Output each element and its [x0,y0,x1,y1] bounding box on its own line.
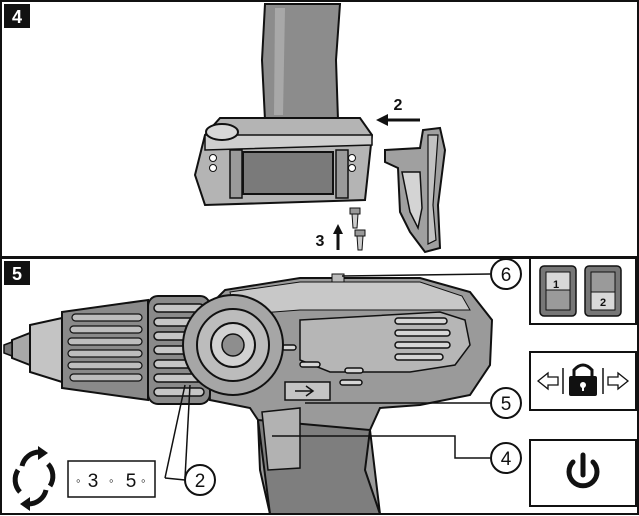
power-box [529,439,637,507]
callout-2-label: 2 [195,471,206,492]
direction-lock-box [529,351,637,411]
callout-6: 6 [490,258,522,290]
torque-scale-box: ◦ 3 ◦ 5 ◦ [67,460,156,498]
gear-indicator-box: 1 2 [529,257,637,325]
arrow-right-icon [607,371,630,391]
figure5-number-box [4,261,30,285]
rotate-arrows-icon [12,446,56,511]
callout-5: 5 [490,387,522,419]
torque-scale-dot-left: ◦ [76,473,81,488]
drill-body-drawing [3,273,494,515]
callout-4-label: 4 [501,449,512,470]
callout-lines [164,273,491,479]
belt-clip-drawing [384,126,447,254]
callout-5-label: 5 [501,394,512,415]
torque-scale-value-3: 3 [88,471,99,492]
screws-drawing [349,207,366,251]
callout-6-label: 6 [501,265,512,286]
torque-scale-value-5: 5 [126,471,137,492]
figure4-number: 4 [12,7,22,27]
screw-arrow-label: 3 [316,233,325,250]
callout-2: 2 [184,464,216,496]
screw-direction-arrow [333,224,343,250]
gear2-label: 2 [600,297,606,309]
tool-handle-drawing [193,3,374,207]
callout-4: 4 [490,442,522,474]
torque-scale-dot-right: ◦ [141,473,146,488]
slide-direction-arrow [376,114,420,126]
torque-scale-dot-mid: ◦ [109,473,114,488]
arrow-left-icon [536,371,559,391]
slide-arrow-label: 2 [394,97,403,114]
figure4-number-box [4,4,30,28]
power-icon [566,452,600,489]
figure5-number: 5 [12,264,22,284]
gear1-label: 1 [553,279,559,291]
padlock-icon [569,363,597,396]
